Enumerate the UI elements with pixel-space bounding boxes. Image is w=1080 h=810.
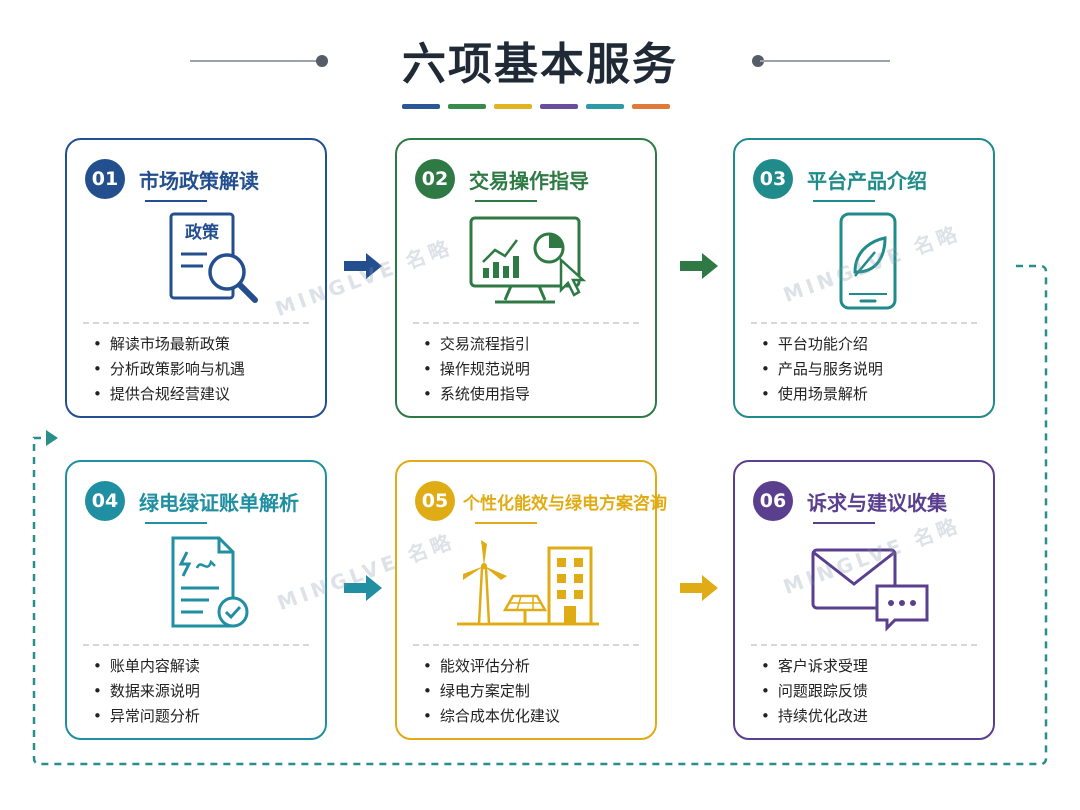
- service-card-02: 02 交易操作指导 交易流程指引 操作规范说明 系统使用指导: [395, 138, 657, 418]
- arrow-01-to-02: [344, 253, 382, 279]
- list-item: 账单内容解读: [93, 654, 200, 679]
- card-title-underline: [813, 200, 875, 202]
- title-color-bar: [632, 104, 670, 109]
- card-header: 03 平台产品介绍: [753, 158, 927, 200]
- list-item: 绿电方案定制: [423, 679, 560, 704]
- card-title-underline: [145, 522, 207, 524]
- card-title-underline: [475, 522, 537, 524]
- title-dot-right: [752, 55, 764, 67]
- envelope-chat-icon: [811, 548, 929, 632]
- monitor-chart-cursor-icon: [469, 216, 587, 304]
- card-number-badge: 06: [753, 481, 793, 521]
- arrow-02-to-03: [680, 253, 718, 279]
- card-header: 05 个性化能效与绿电方案咨询: [415, 480, 667, 522]
- title-color-bar: [586, 104, 624, 109]
- card-item-list: 交易流程指引 操作规范说明 系统使用指导: [423, 332, 530, 407]
- card-item-list: 解读市场最新政策 分析政策影响与机遇 提供合规经营建议: [93, 332, 245, 407]
- list-item: 操作规范说明: [423, 357, 530, 382]
- card-number-badge: 01: [85, 159, 125, 199]
- title-line-right: [760, 60, 890, 62]
- card-divider: [413, 644, 639, 646]
- list-item: 产品与服务说明: [761, 357, 883, 382]
- service-card-06: 06 诉求与建议收集 客户诉求受理 问题跟踪反馈 持续优化改进: [733, 460, 995, 740]
- list-item: 异常问题分析: [93, 704, 200, 729]
- policy-document-magnifier-icon: 政策: [169, 212, 258, 303]
- card-number-badge: 05: [415, 481, 455, 521]
- card-number-badge: 02: [415, 159, 455, 199]
- service-card-01: 01 市场政策解读 政策 解读市场最新政策 分析政策影响与机遇 提供合规经营建议: [65, 138, 327, 418]
- card-title: 市场政策解读: [139, 168, 259, 193]
- list-item: 系统使用指导: [423, 382, 530, 407]
- list-item: 提供合规经营建议: [93, 382, 245, 407]
- list-item: 能效评估分析: [423, 654, 560, 679]
- card-title: 绿电绿证账单解析: [139, 490, 299, 515]
- card-divider: [751, 322, 977, 324]
- card-divider: [83, 644, 309, 646]
- card-title: 平台产品介绍: [807, 168, 927, 193]
- list-item: 数据来源说明: [93, 679, 200, 704]
- card-item-list: 客户诉求受理 问题跟踪反馈 持续优化改进: [761, 654, 868, 729]
- arrow-04-to-05: [344, 575, 382, 601]
- card-header: 02 交易操作指导: [415, 158, 589, 200]
- service-card-03: 03 平台产品介绍 平台功能介绍 产品与服务说明 使用场景解析: [733, 138, 995, 418]
- title-color-bar: [448, 104, 486, 109]
- list-item: 交易流程指引: [423, 332, 530, 357]
- card-title-underline: [813, 522, 875, 524]
- page-title: 六项基本服务: [402, 39, 678, 90]
- card-title: 诉求与建议收集: [807, 490, 947, 515]
- card-item-list: 能效评估分析 绿电方案定制 综合成本优化建议: [423, 654, 560, 729]
- phone-leaf-icon: [839, 212, 897, 310]
- title-dot-left: [316, 55, 328, 67]
- list-item: 分析政策影响与机遇: [93, 357, 245, 382]
- card-item-list: 平台功能介绍 产品与服务说明 使用场景解析: [761, 332, 883, 407]
- title-area: 六项基本服务: [0, 28, 1080, 109]
- card-header: 06 诉求与建议收集: [753, 480, 947, 522]
- service-card-04: 04 绿电绿证账单解析 账单内容解读 数据来源说明 异常问题分析: [65, 460, 327, 740]
- bill-document-check-icon: [171, 536, 249, 628]
- card-divider: [413, 322, 639, 324]
- list-item: 平台功能介绍: [761, 332, 883, 357]
- title-line-left: [190, 60, 320, 62]
- list-item: 解读市场最新政策: [93, 332, 245, 357]
- wind-solar-building-icon: [457, 540, 599, 626]
- list-item: 客户诉求受理: [761, 654, 868, 679]
- list-item: 使用场景解析: [761, 382, 883, 407]
- card-title-underline: [475, 200, 537, 202]
- card-divider: [83, 322, 309, 324]
- card-header: 01 市场政策解读: [85, 158, 259, 200]
- card-number-badge: 03: [753, 159, 793, 199]
- card-title: 个性化能效与绿电方案咨询: [463, 493, 667, 514]
- arrow-05-to-06: [680, 575, 718, 601]
- service-card-05: 05 个性化能效与绿电方案咨询 能效评估分析 绿电方案定制 综合成本优化建议: [395, 460, 667, 740]
- card-item-list: 账单内容解读 数据来源说明 异常问题分析: [93, 654, 200, 729]
- list-item: 问题跟踪反馈: [761, 679, 868, 704]
- card-title-underline: [145, 200, 207, 202]
- title-color-bar: [402, 104, 440, 109]
- card-title: 交易操作指导: [469, 168, 589, 193]
- illus-label-text: 政策: [185, 222, 220, 243]
- list-item: 持续优化改进: [761, 704, 868, 729]
- card-header: 04 绿电绿证账单解析: [85, 480, 299, 522]
- title-color-bar: [494, 104, 532, 109]
- card-divider: [751, 644, 977, 646]
- list-item: 综合成本优化建议: [423, 704, 560, 729]
- card-number-badge: 04: [85, 481, 125, 521]
- title-color-bar: [540, 104, 578, 109]
